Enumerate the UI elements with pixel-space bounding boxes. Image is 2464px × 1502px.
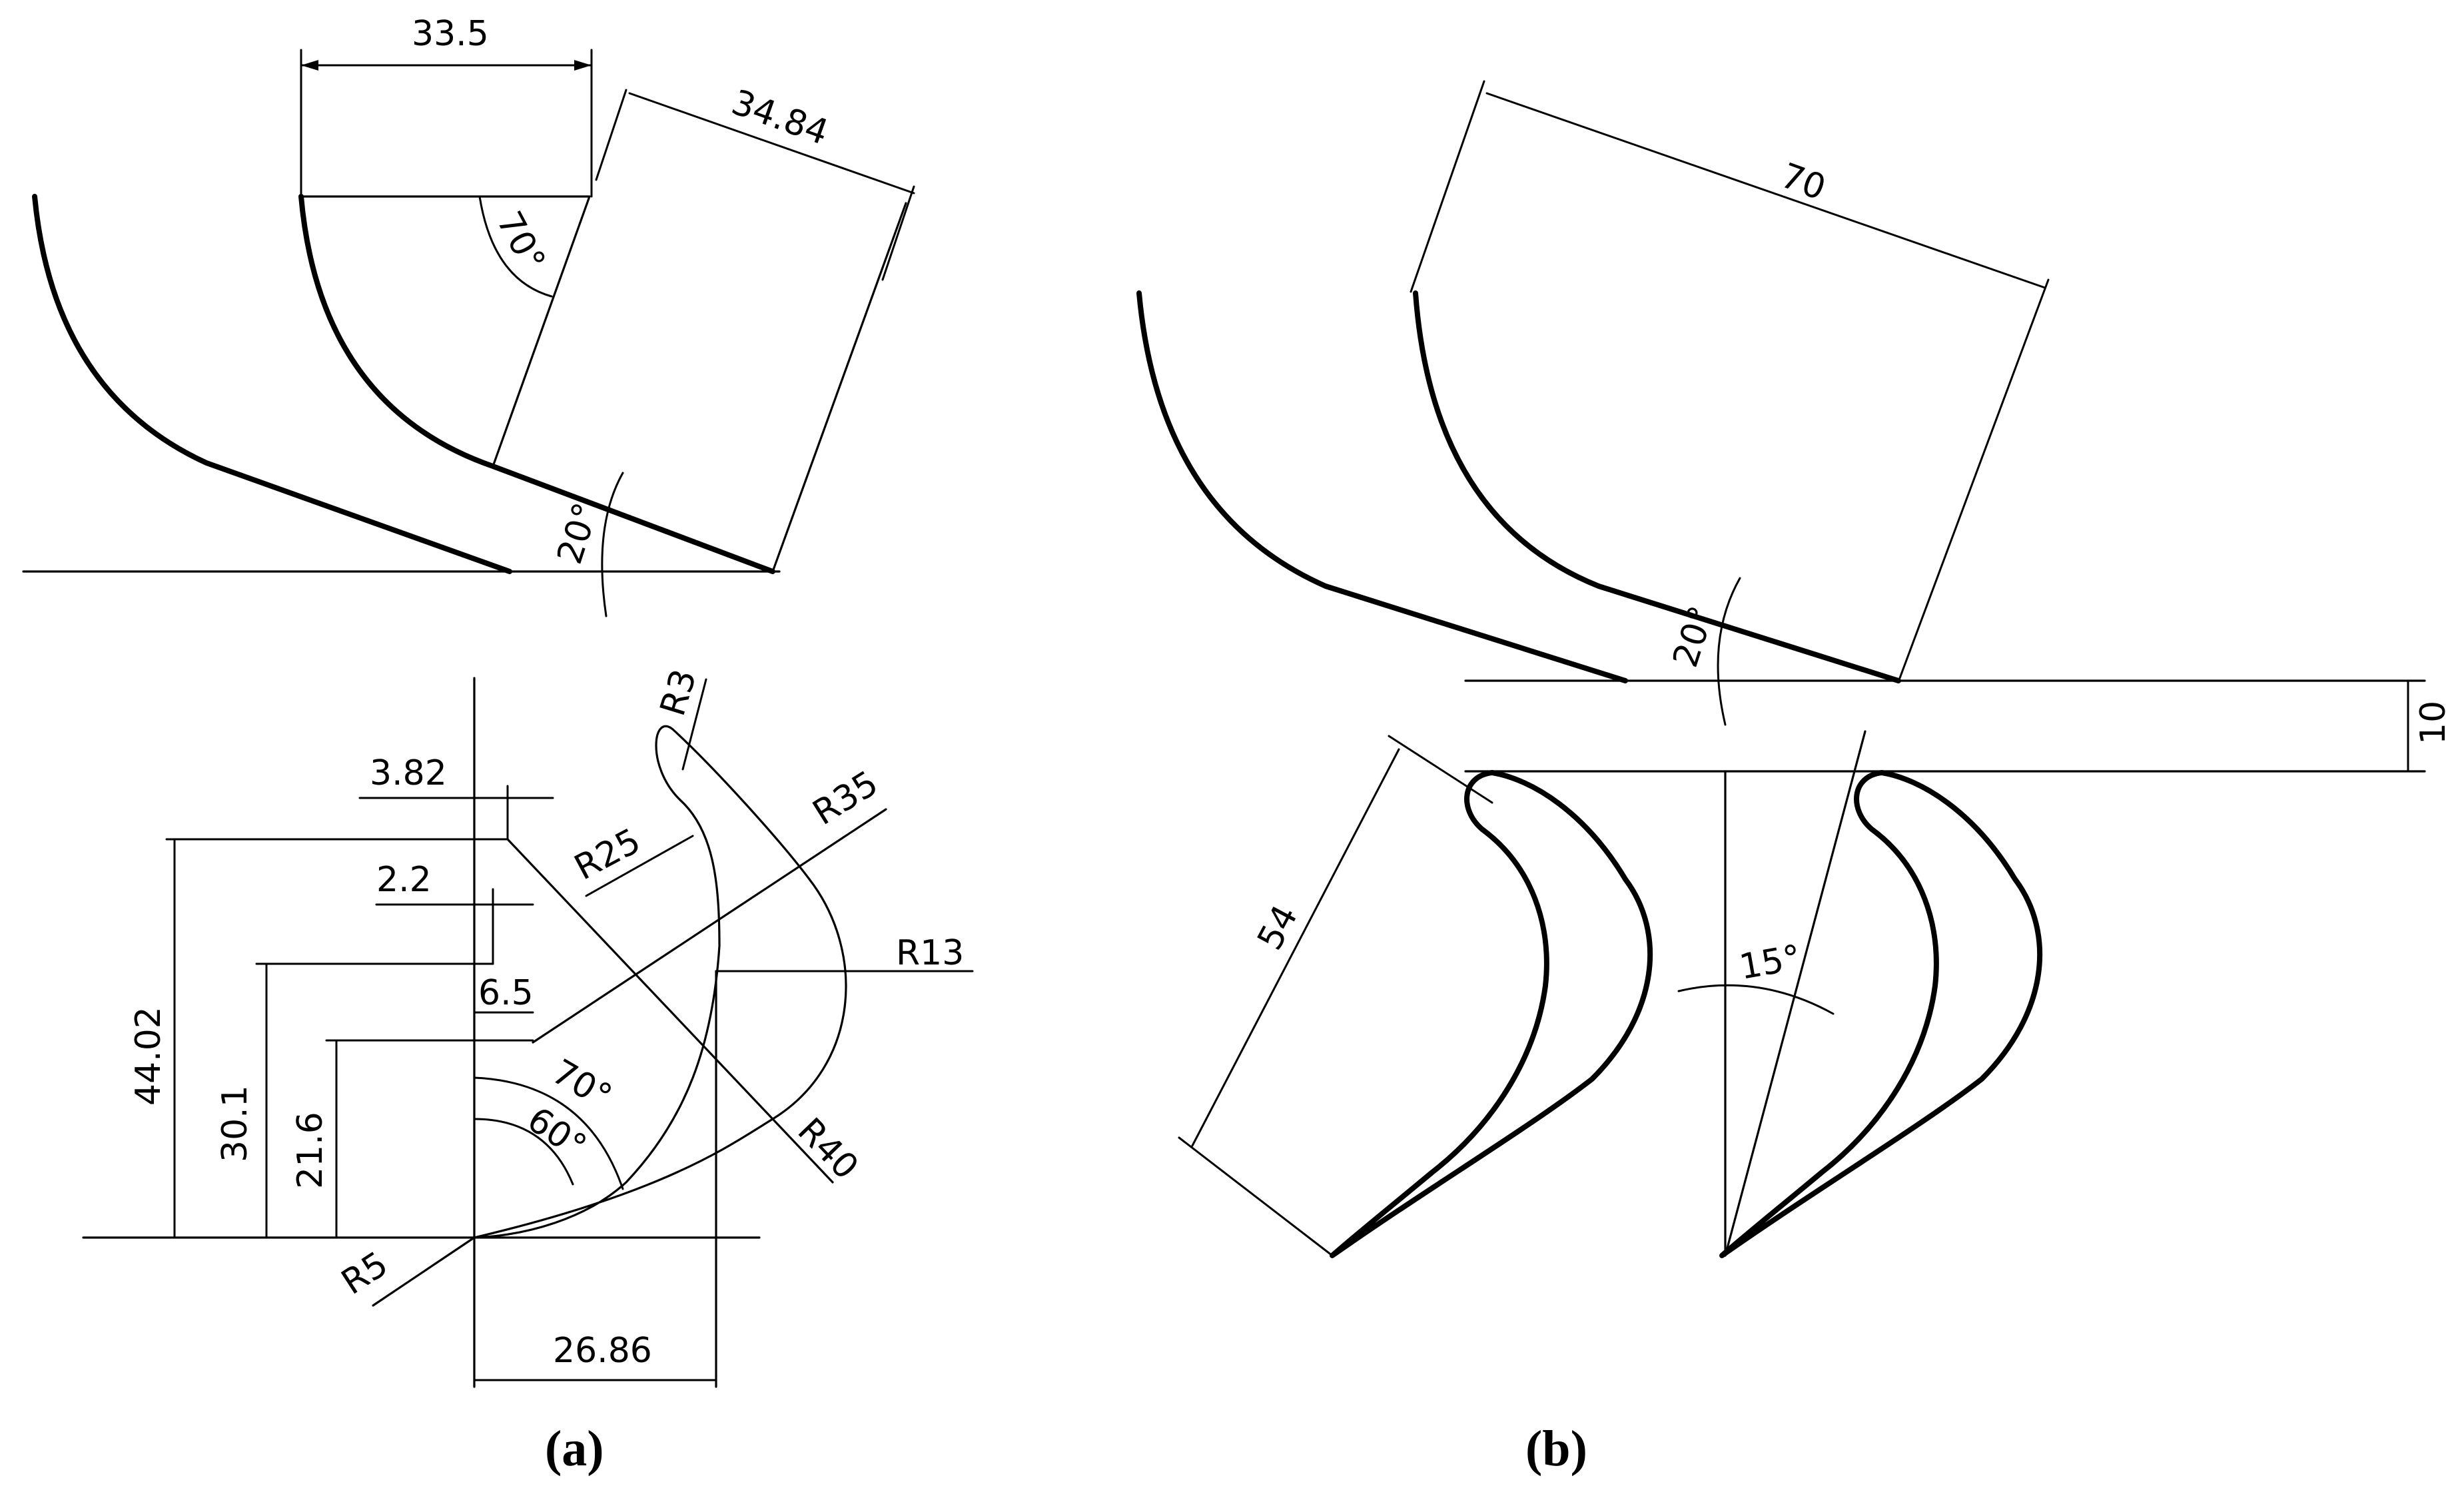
dim-70-ext-left — [1410, 80, 1485, 293]
radius-r5-label: R5 — [334, 1244, 395, 1303]
blade-profile-curve — [473, 725, 847, 1239]
angle-20-label-top: 20° — [550, 498, 607, 569]
dim-10-label: 10 — [2413, 701, 2453, 745]
caption-a: (a) — [545, 1421, 604, 1477]
upper-blade-right — [1413, 290, 1901, 683]
construction-angle-line — [492, 195, 591, 468]
radius-r25-label: R25 — [568, 821, 647, 888]
dim-34-84-ext-right — [881, 185, 915, 281]
profile-diagonal-r35 — [532, 808, 887, 1044]
dim-34-84-ext-left — [595, 89, 627, 181]
lower-blade-left — [1330, 770, 1653, 1258]
dim-30-1-label: 30.1 — [215, 1085, 255, 1162]
dim-54-ext-top — [1388, 735, 1493, 804]
dim-33-5-arrow-right — [574, 60, 592, 71]
profile-line-r5 — [372, 1236, 476, 1307]
dim-33-5-label: 33.5 — [412, 14, 489, 54]
dim-21-6-label: 21.6 — [290, 1112, 330, 1189]
angle-70-label-profile: 70° — [546, 1052, 619, 1117]
dim-3-82-label: 3.82 — [370, 753, 447, 793]
construction-parallel-line — [771, 202, 907, 573]
angle-15-label: 15° — [1737, 938, 1804, 988]
dim-34-84-label: 34.84 — [727, 83, 833, 153]
dim-54-ext-bottom — [1178, 1136, 1334, 1257]
dim-6-5-label: 6.5 — [478, 973, 534, 1013]
panel-a-top-view: 33.5 34.84 70° 20° — [22, 14, 915, 617]
dim-34-84-line — [628, 92, 915, 194]
dim-70-line — [1485, 92, 2046, 289]
angle-70-arc-profile — [473, 1076, 624, 1190]
angle-15-arc — [1677, 984, 1835, 1015]
panel-a-profile-view: 44.02 30.1 21.6 3.82 2.2 6.5 26.86 R3 R2… — [82, 665, 974, 1388]
radius-r35-label: R35 — [806, 763, 885, 833]
caption-b: (b) — [1525, 1421, 1587, 1477]
panel-b: 10 70 20° 54 15° — [1136, 80, 2453, 1258]
dim-70-ext-right — [1898, 278, 2050, 679]
angle-60-arc-profile — [473, 1118, 574, 1186]
stagger-angled-line — [1724, 730, 1866, 1257]
angle-70-label-top: 70° — [489, 205, 553, 278]
dim-70-label: 70 — [1776, 156, 1831, 208]
blade-profile-a-left — [32, 194, 512, 574]
dim-2-2-label: 2.2 — [376, 860, 432, 900]
angle-60-label-profile: 60° — [520, 1100, 594, 1167]
blade-profile-a-right — [298, 194, 775, 574]
upper-blade-left — [1136, 290, 1628, 683]
radius-r40-label: R40 — [790, 1110, 866, 1187]
lower-blade-right — [1719, 770, 2043, 1258]
radius-r13-label: R13 — [896, 933, 964, 973]
leader-r3 — [681, 678, 707, 771]
dim-26-86-label: 26.86 — [553, 1331, 652, 1371]
angle-20-arc-b — [1717, 577, 1741, 726]
dim-44-02-label: 44.02 — [129, 1006, 169, 1106]
leader-r25 — [585, 835, 694, 897]
angle-20-arc-top — [601, 472, 624, 617]
angle-70-arc-top — [478, 195, 553, 298]
dim-33-5-arrow-left — [301, 60, 318, 71]
dim-54-label: 54 — [1250, 899, 1306, 957]
profile-diagonal-r40 — [506, 838, 834, 1184]
dim-54-line — [1191, 748, 1400, 1147]
